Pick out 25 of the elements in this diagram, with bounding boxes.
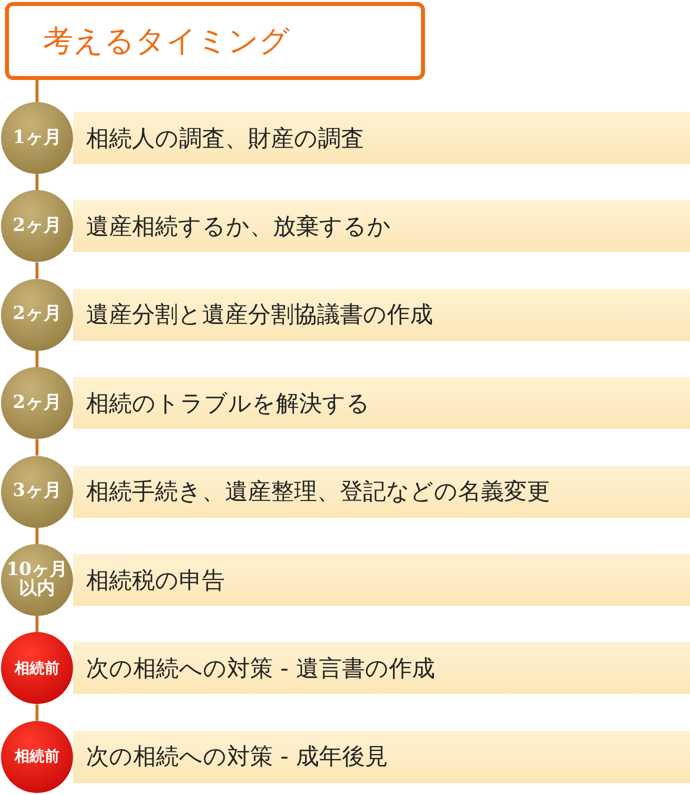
connector-line — [36, 350, 38, 368]
step-bar: 相続手続き、遺産整理、登記などの名義変更 — [73, 466, 690, 518]
period-circle: 3ヶ月 — [1, 456, 73, 528]
step-bar: 相続税の申告 — [73, 554, 690, 606]
connector-line — [36, 704, 38, 721]
step-bar: 次の相続への対策 - 遺言書の作成 — [73, 642, 690, 694]
connector-line — [36, 439, 38, 456]
period-circle: 相続前 — [1, 720, 73, 793]
period-circle: 2ヶ月 — [1, 367, 73, 440]
step-bar: 相続のトラブルを解決する — [73, 377, 690, 430]
connector-line — [36, 262, 38, 279]
connector-line — [36, 616, 38, 632]
period-circle: 2ヶ月 — [1, 190, 73, 262]
step-bar: 相続人の調査、財産の調査 — [73, 112, 690, 164]
heading-box: 考えるタイミング — [5, 2, 425, 80]
period-circle: 10ヶ月以内 — [1, 544, 73, 616]
step-bar: 次の相続への対策 - 成年後見 — [73, 730, 690, 783]
step-bar: 遺産相続するか、放棄するか — [73, 200, 690, 252]
connector-line — [36, 80, 38, 102]
period-circle: 2ヶ月 — [1, 278, 73, 351]
step-bar: 遺産分割と遺産分割協議書の作成 — [73, 288, 690, 341]
connector-line — [36, 528, 38, 544]
connector-line — [36, 174, 38, 190]
period-circle: 1ヶ月 — [1, 102, 73, 174]
period-circle: 相続前 — [1, 632, 73, 704]
